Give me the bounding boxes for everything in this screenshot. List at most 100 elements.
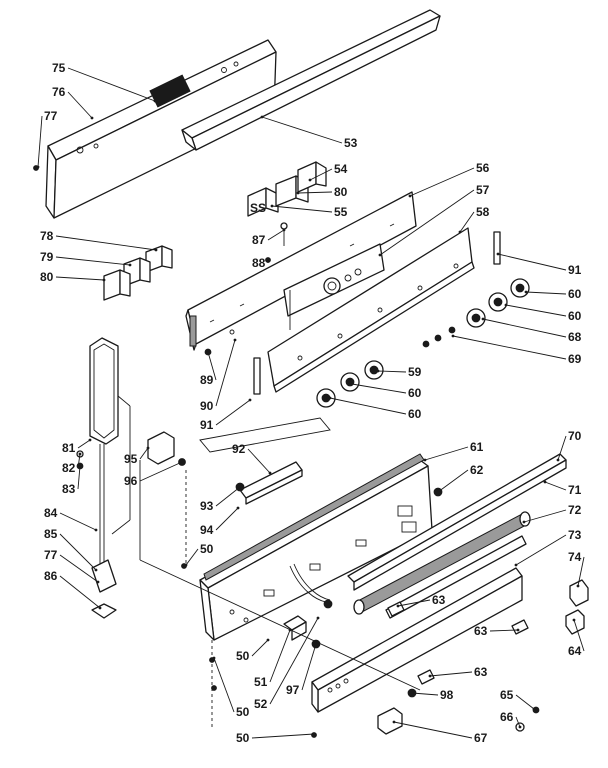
leader-tip-c55 (270, 204, 274, 208)
leader-c89 (207, 351, 217, 381)
leader-tip-c65 (532, 707, 536, 711)
leader-tip-c50b (266, 638, 270, 642)
callout-c87: 87 (252, 233, 266, 247)
leader-tip-c73 (514, 563, 518, 567)
leader-c52 (269, 617, 319, 705)
leader-c90 (215, 339, 236, 407)
leader-c53 (261, 116, 343, 144)
leader-c61 (424, 446, 469, 461)
leader-tip-c58 (458, 230, 462, 234)
leader-c81 (77, 439, 91, 449)
leader-tip-c74 (576, 584, 580, 588)
callout-c58: 58 (476, 205, 490, 219)
leader-c97 (301, 643, 317, 691)
foot-86 (91, 603, 117, 619)
leader-c82 (77, 453, 81, 469)
callout-c79: 79 (40, 250, 54, 264)
leader-c58 (459, 211, 475, 233)
leader-tip-c82 (78, 452, 82, 456)
leader-c65 (515, 694, 535, 710)
callout-c77b: 77 (44, 548, 58, 562)
rear-panel-75-76 (45, 39, 277, 219)
leader-c95 (139, 447, 149, 460)
leader-c85 (59, 533, 97, 571)
leader-tip-c84 (94, 528, 98, 532)
leader-c50c (213, 657, 235, 713)
leader-c68 (482, 318, 567, 338)
leader-c60b (505, 304, 567, 317)
callout-c51: 51 (254, 675, 268, 689)
leader-tip-c51 (288, 628, 292, 632)
leader-tip-c70 (556, 458, 560, 462)
leader-c93 (215, 486, 241, 507)
tube-72 (353, 511, 531, 615)
clip-74 (569, 579, 589, 607)
leader-c83 (77, 465, 81, 490)
callout-c74: 74 (568, 550, 582, 564)
leader-c80b (55, 276, 105, 281)
callout-c60a: 60 (568, 287, 582, 301)
callout-c77a: 77 (44, 109, 58, 123)
bracket-85 (91, 559, 117, 593)
callout-c54: 54 (334, 162, 348, 176)
leader-tip-c63a (396, 604, 400, 608)
leader-c63c (429, 671, 473, 677)
leader-c55 (271, 205, 333, 213)
leader-c51 (269, 629, 291, 683)
callout-c91a: 91 (568, 263, 582, 277)
callout-c50a: 50 (200, 542, 214, 556)
callout-c88: 88 (252, 256, 266, 270)
leader-tip-c77a (36, 165, 40, 169)
leader-c60d (329, 397, 407, 415)
leader-c80a (297, 191, 333, 194)
leader-tip-c85 (94, 568, 98, 572)
callout-c62: 62 (470, 463, 484, 477)
leader-tip-c90 (233, 338, 237, 342)
leader-c63a (397, 599, 431, 607)
leader-tip-c98 (410, 691, 414, 695)
leader-c92 (247, 448, 271, 474)
lower-trim-bar (311, 567, 523, 713)
wire-harness (289, 563, 333, 609)
lower-control-body-61 (199, 453, 433, 641)
callout-c56: 56 (476, 161, 490, 175)
callout-c95: 95 (124, 452, 138, 466)
control-panel-56 (185, 191, 417, 351)
clock-frame-57 (283, 243, 385, 330)
leader-tip-c80b (102, 278, 106, 282)
switch-group-left (103, 245, 173, 301)
leader-tip-c50a (184, 563, 188, 567)
leader-c64 (573, 619, 585, 652)
callout-c53: 53 (344, 136, 358, 150)
leader-c69 (452, 335, 567, 360)
leader-tip-c63b (516, 628, 520, 632)
callout-c67: 67 (474, 731, 488, 745)
leader-tip-c59 (376, 369, 380, 373)
callout-c70: 70 (568, 429, 582, 443)
callout-c60d: 60 (408, 407, 422, 421)
clip-63-b (511, 619, 529, 635)
rail-70-71 (347, 453, 567, 591)
callout-c65: 65 (500, 688, 514, 702)
leader-c78 (55, 235, 157, 251)
callout-c50b: 50 (236, 649, 250, 663)
callout-c66: 66 (500, 710, 514, 724)
clip-63-c (417, 669, 435, 685)
leader-tip-c96 (180, 460, 184, 464)
callout-c92: 92 (232, 442, 246, 456)
leader-tip-c81 (88, 438, 92, 442)
leader-c59 (377, 370, 407, 373)
callout-c50c: 50 (236, 705, 250, 719)
leader-tip-c76 (90, 116, 94, 120)
callout-c73: 73 (568, 528, 582, 542)
switch-51-52 (283, 615, 307, 641)
callout-c50d: 50 (236, 731, 250, 745)
leader-c50a (185, 548, 199, 566)
leader-c87 (267, 229, 285, 241)
leader-c77a (37, 115, 43, 168)
leader-tip-c53 (260, 115, 264, 119)
leader-tip-c56 (408, 194, 412, 198)
leader-c56 (409, 167, 475, 197)
